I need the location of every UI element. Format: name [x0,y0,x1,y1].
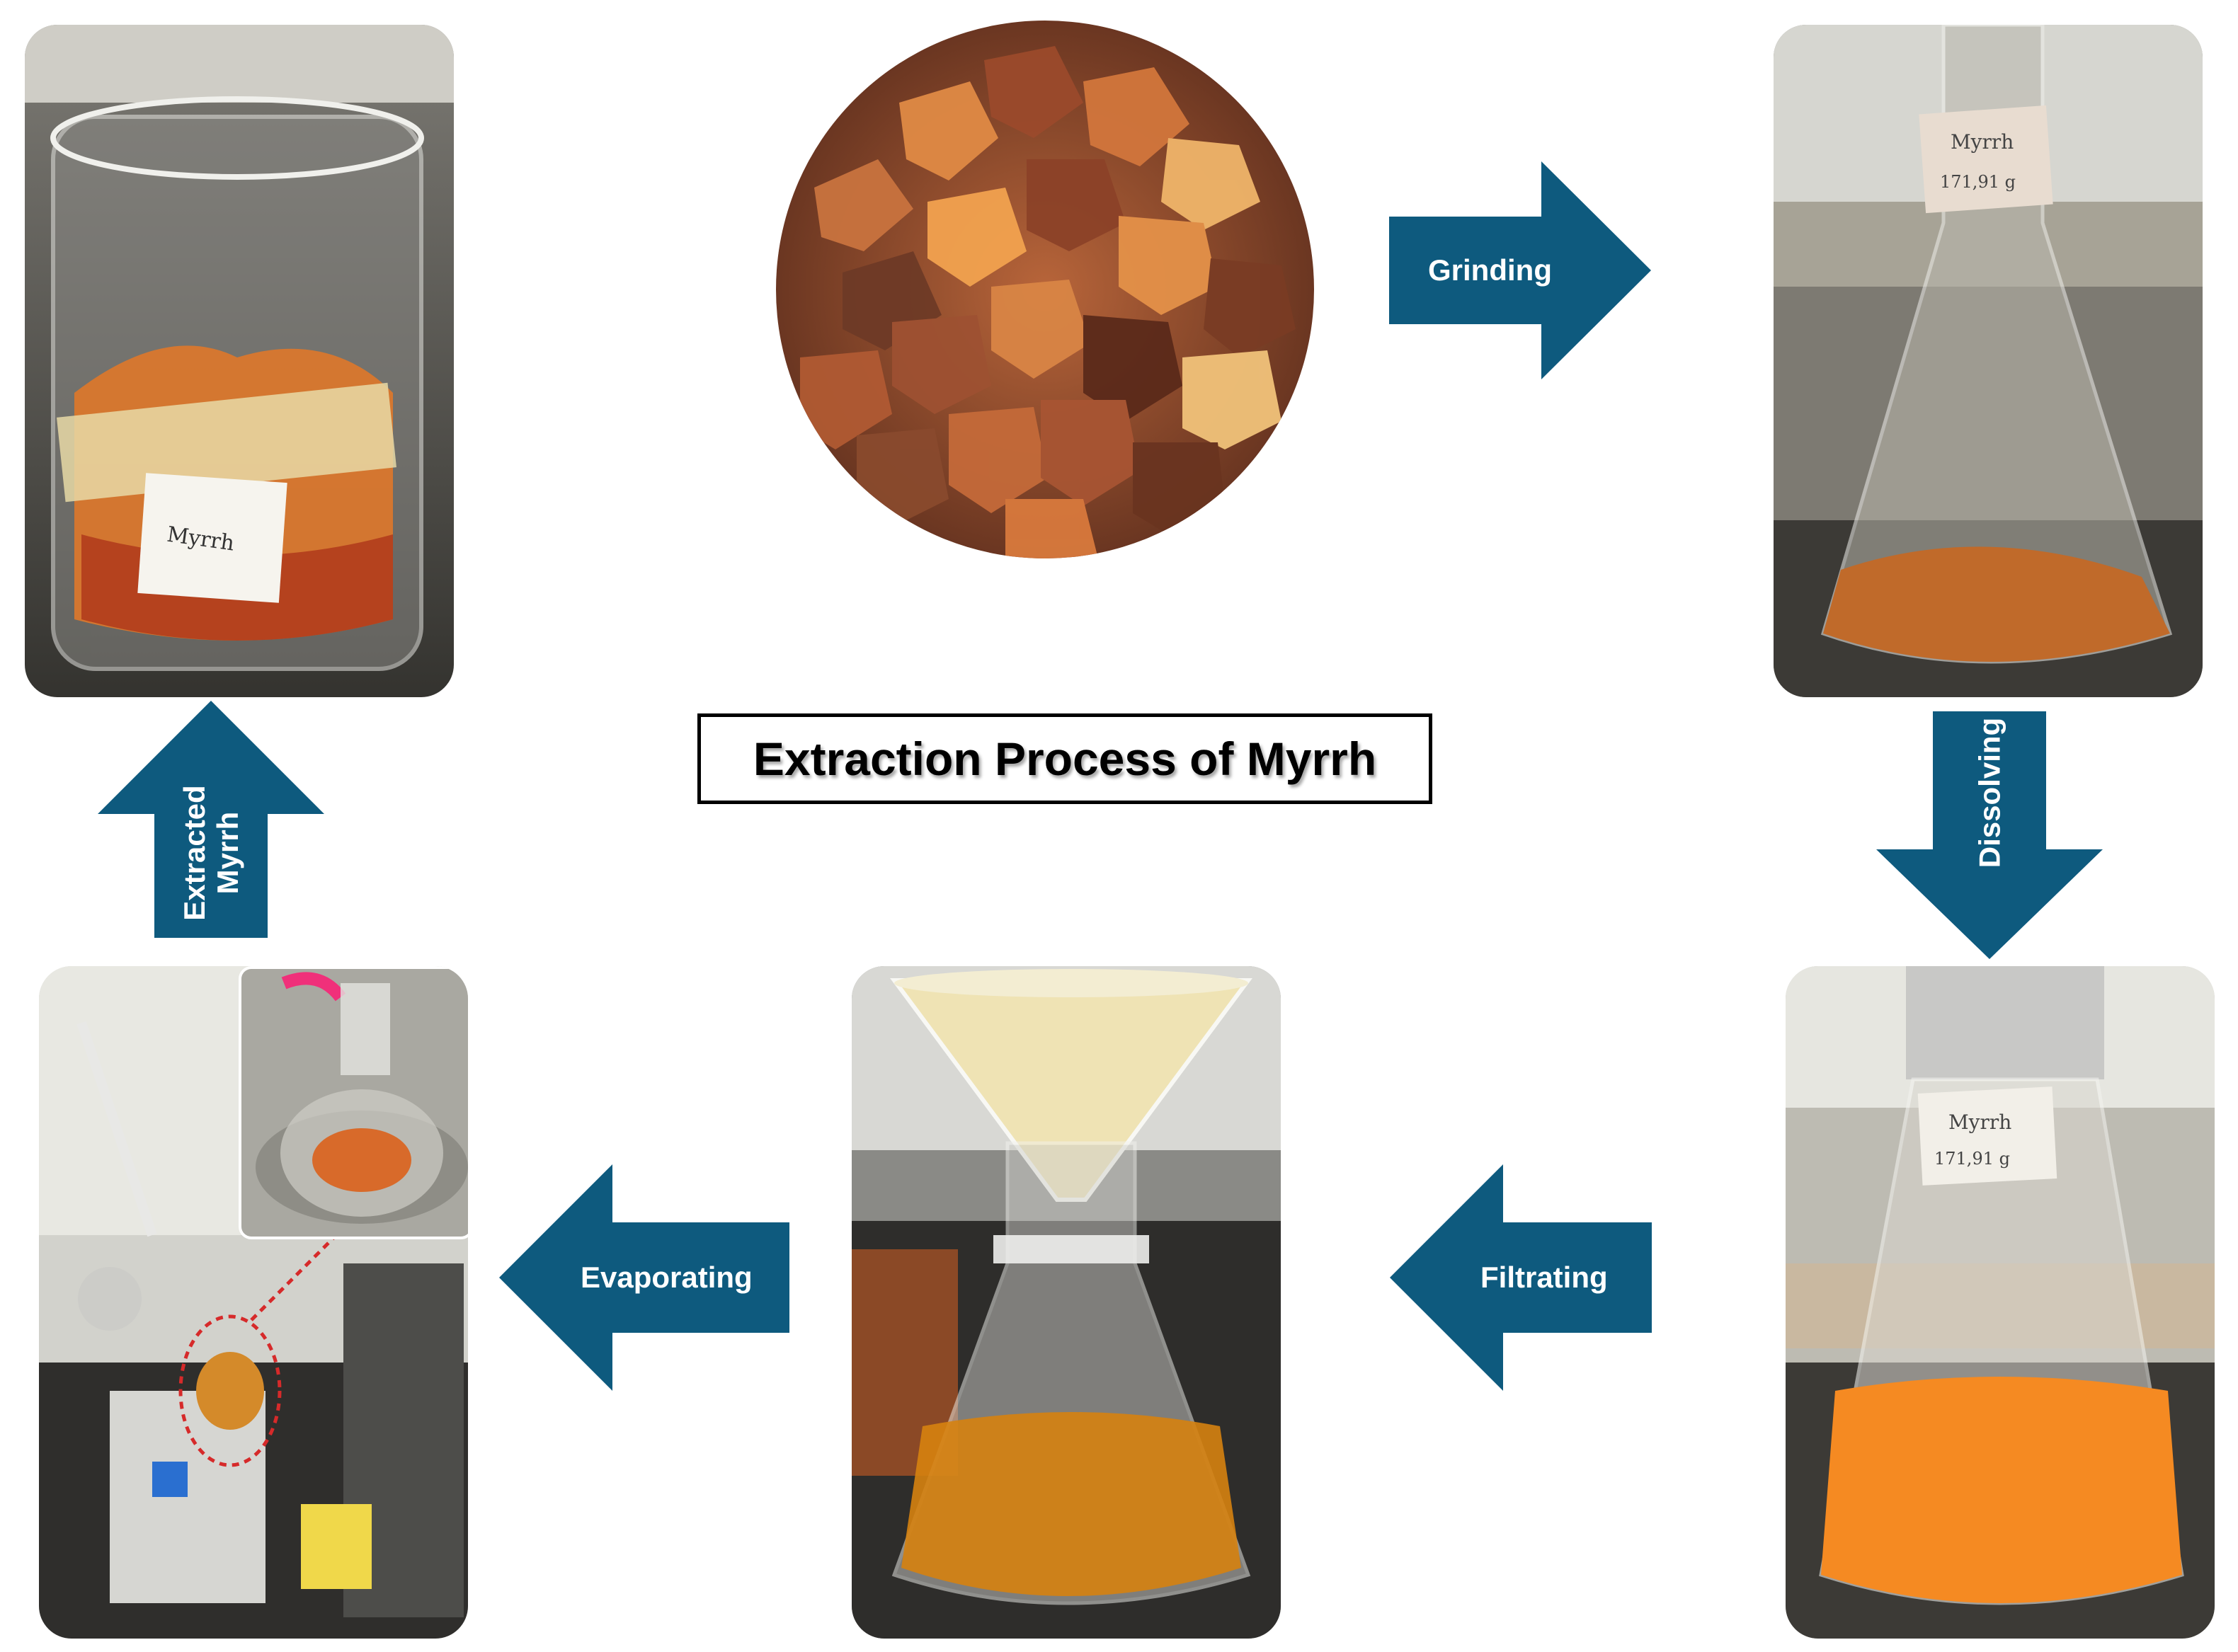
extracted-myrrh-arrow: Extracted Myrrh [98,701,324,938]
extracted-label-line1: Extracted [177,785,211,921]
flask1-label: Myrrh [1951,130,2014,154]
grinding-label: Grinding [1428,253,1552,287]
filtrating-label: Filtrating [1480,1261,1608,1294]
flask2-weight: 171,91 g [1934,1149,2010,1169]
dissolving-arrow: Dissolving [1876,711,2103,959]
filtration-photo [852,966,1281,1639]
flask1-weight: 171,91 g [1940,172,2016,192]
evaporating-label: Evaporating [581,1261,753,1294]
extracted-label-line2: Myrrh [211,811,244,895]
grinding-arrow: Grinding [1389,161,1651,379]
jar-photo: Myrrh [25,25,454,697]
extracted-myrrh-label: Extracted Myrrh [178,761,244,945]
flask2-label: Myrrh [1948,1111,2011,1134]
rotary-evaporator-photo [39,966,468,1639]
evaporator-flask-inset [239,966,468,1239]
diagram-title: Extraction Process of Myrrh [753,733,1377,785]
evaporating-arrow: Evaporating [499,1164,789,1391]
filtrating-arrow: Filtrating [1390,1164,1652,1391]
dissolved-solution-flask-photo: Myrrh 171,91 g [1786,966,2215,1639]
dissolving-label: Dissolving [1972,717,2006,868]
diagram-title-box: Extraction Process of Myrrh [697,713,1432,804]
raw-myrrh-photo [772,18,1318,561]
ground-myrrh-flask-photo: Myrrh 171,91 g [1774,25,2203,697]
